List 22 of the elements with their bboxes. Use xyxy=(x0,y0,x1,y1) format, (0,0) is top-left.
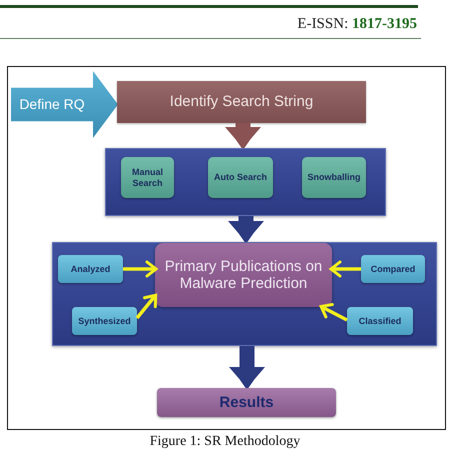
process-box: Synthesized xyxy=(72,307,137,335)
group-panel xyxy=(52,242,437,346)
process-box: Results xyxy=(157,388,336,417)
process-box: Analyzed xyxy=(58,255,123,283)
process-box: Classified xyxy=(347,307,413,335)
process-box: Auto Search xyxy=(208,157,273,198)
process-box: Manual Search xyxy=(121,157,174,198)
arrow xyxy=(123,260,158,278)
arrow-shaped-box: Define RQ xyxy=(11,71,118,138)
arrow xyxy=(136,294,158,320)
arrow xyxy=(320,302,348,322)
block-arrow xyxy=(229,346,265,388)
block-arrow xyxy=(228,216,264,242)
process-box: Primary Publications on Malware Prediction xyxy=(155,243,332,307)
figure-caption: Figure 1: SR Methodology xyxy=(148,434,302,450)
group-panel xyxy=(105,148,386,216)
block-arrow xyxy=(225,123,261,148)
issn-text: E-ISSN: 1817-3195 xyxy=(297,16,417,33)
process-box: Compared xyxy=(361,255,425,283)
arrow xyxy=(330,260,361,278)
process-box: Identify Search String xyxy=(117,81,366,123)
process-box: Snowballing xyxy=(302,157,366,198)
